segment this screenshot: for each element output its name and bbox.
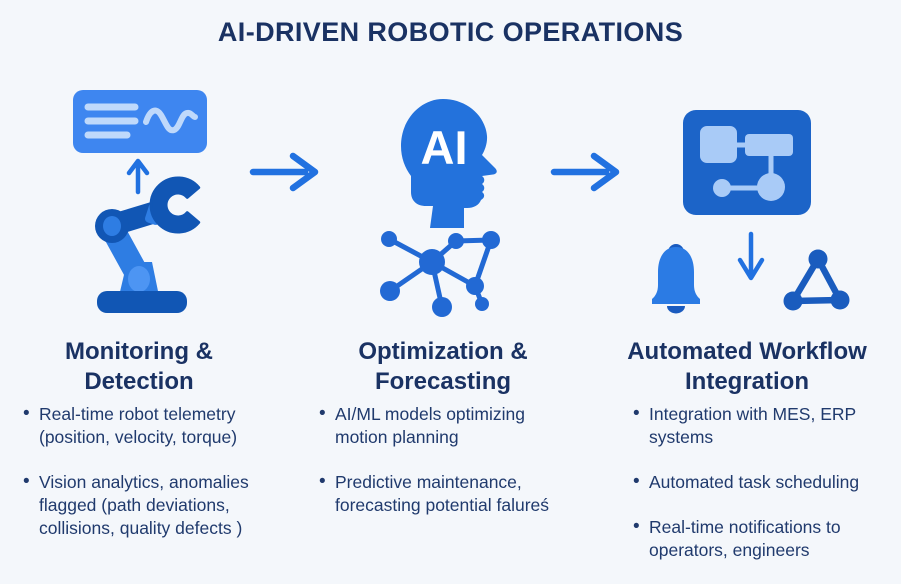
ai-head-icon: AI: [401, 99, 497, 228]
arrow-down-icon: [737, 231, 765, 281]
bullet-item: Real-time robot telemetry (position, vel…: [22, 402, 280, 449]
bullet-list-optimization: AI/ML models optimizing motion planning …: [318, 402, 568, 539]
telemetry-dashboard-icon: [73, 90, 207, 153]
bullet-item: AI/ML models optimizing motion planning: [318, 402, 568, 449]
ai-head-label: AI: [421, 121, 468, 174]
column-heading-monitoring: Monitoring & Detection: [65, 338, 213, 395]
workflow-diagram-icon: [683, 110, 811, 215]
page-title: AI-DRIVEN ROBOTIC OPERATIONS: [217, 17, 684, 47]
bullet-item: Integration with MES, ERP systems: [632, 402, 896, 449]
column-heading-optimization: Optimization & Forecasting: [358, 338, 528, 395]
bullet-list-monitoring: Real-time robot telemetry (position, vel…: [22, 402, 280, 562]
bell-icon: [652, 244, 700, 314]
bullet-item: Vision analytics, anomalies flagged (pat…: [22, 470, 280, 540]
infographic-canvas: AI-DRIVEN ROBOTIC OPERATIONS: [0, 0, 901, 570]
triangle-network-icon: [783, 249, 850, 311]
bullet-list-integration: Integration with MES, ERP systems Automa…: [632, 402, 896, 584]
column-heading-integration: Automated Workflow Integration: [627, 338, 867, 395]
bullet-item: Predictive maintenance, forecasting pote…: [318, 470, 568, 517]
network-graph-icon: [380, 231, 500, 317]
flow-arrow-right-icon: [550, 152, 620, 192]
arrow-up-icon: [126, 158, 150, 195]
bullet-item: Automated task scheduling: [632, 470, 896, 494]
robot-arm-icon: [95, 176, 201, 313]
bullet-item: Real-time notifications to operators, en…: [632, 515, 896, 562]
flow-arrow-right-icon: [249, 152, 319, 192]
